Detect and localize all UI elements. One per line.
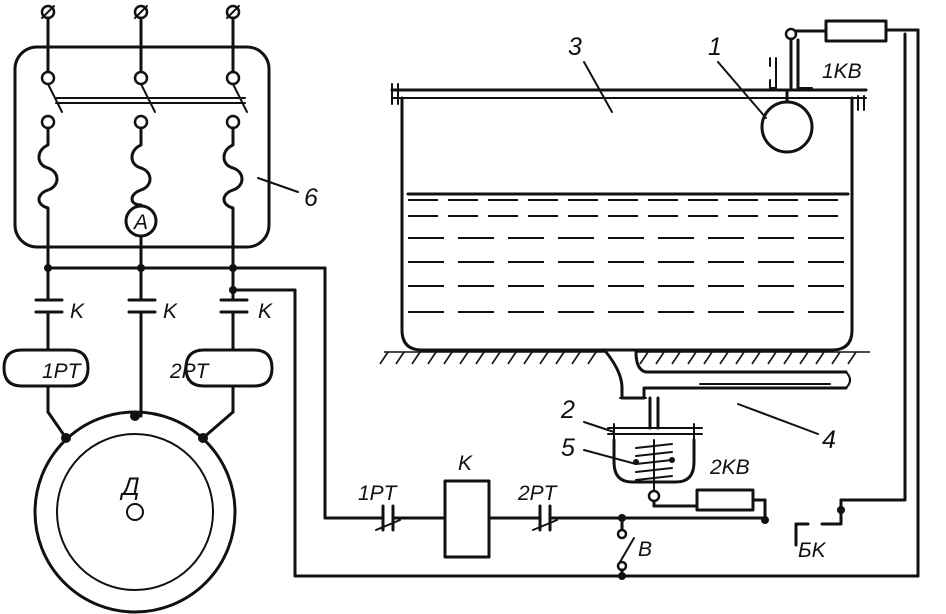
float-switch: 1KB [769, 19, 888, 90]
contactor-k2: K [127, 298, 178, 418]
limit-switch: БK [761, 506, 845, 562]
float-switch-label: 1KB [822, 60, 862, 83]
float-label: 1 [708, 33, 722, 61]
relay-1rt-label: 1PT [42, 360, 83, 383]
contactor-k3: K [219, 298, 273, 352]
ammeter-label: A [132, 211, 148, 234]
water-level [406, 192, 850, 313]
contact-2rt-label: 2PT [517, 482, 559, 505]
supply-terminal-1 [40, 4, 56, 20]
pressure-switch [607, 396, 703, 503]
coil-k: K [443, 452, 491, 559]
pressure-contact-label: 2KB [709, 456, 750, 479]
float [760, 88, 814, 154]
coil-k-label: K [458, 452, 473, 475]
contactor-k3-label: K [258, 300, 273, 323]
spring [633, 439, 675, 495]
contact-1rt: 1PT [358, 482, 447, 532]
spring-label: 5 [561, 434, 575, 462]
button-b: B [616, 514, 652, 580]
switchboard-label: 6 [304, 184, 318, 212]
button-b-label: B [638, 538, 652, 561]
thermal-relay-2rt: 2PT [169, 348, 274, 388]
tank-label: 3 [568, 33, 582, 61]
fuses [37, 126, 244, 270]
motor: Д [33, 410, 237, 614]
relay-2rt-label: 2PT [169, 360, 211, 383]
outlet-pipe [604, 350, 851, 400]
supply-terminal-3 [225, 4, 241, 20]
tank [390, 83, 868, 352]
pressure-contact: 2KB [652, 456, 767, 520]
thermal-relay-1rt: 1PT [2, 348, 90, 388]
switchboard: A [13, 45, 271, 270]
motor-label: Д [119, 473, 140, 501]
supply-terminal-2 [133, 4, 149, 20]
pipe-label: 4 [822, 426, 836, 454]
supply-terminals [40, 4, 241, 74]
contactor-k1-label: K [70, 300, 85, 323]
contactor-k-contacts: K K K [34, 298, 273, 418]
pressure-switch-label: 2 [560, 396, 575, 424]
circuit-breaker [40, 70, 248, 130]
contactor-k2-label: K [163, 300, 178, 323]
ammeter: A [124, 204, 158, 238]
main-bus [44, 264, 327, 300]
limit-switch-label: БK [798, 539, 827, 562]
ground-hatching [379, 351, 870, 365]
contact-1rt-label: 1PT [358, 482, 399, 505]
contact-2rt: 2PT [517, 482, 767, 532]
control-circuit: 1PT K 2PT B [293, 28, 920, 580]
contactor-k1: K [34, 298, 85, 352]
